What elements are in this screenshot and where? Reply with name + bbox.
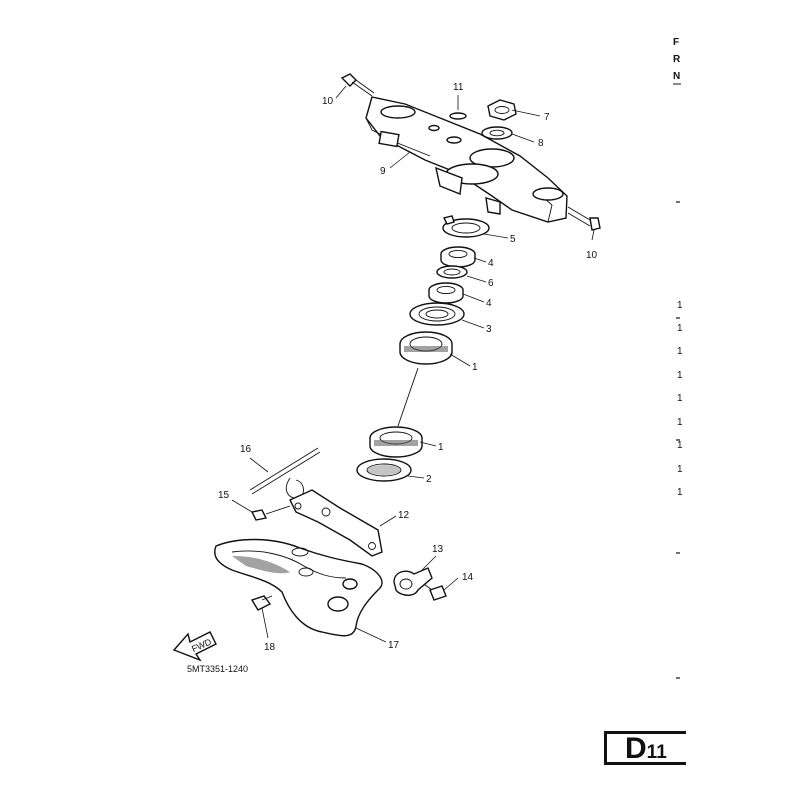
bearing-part (399, 331, 453, 365)
margin-number: 1 (677, 487, 683, 498)
lock-washer-part (442, 215, 490, 238)
part-label-4: 4 (488, 258, 494, 269)
margin-header-letter: R (673, 54, 681, 65)
figure-code: 5MT3351-1240 (187, 664, 248, 674)
dust-seal-part (356, 458, 412, 482)
bolt-part (250, 595, 273, 611)
margin-number: 1 (677, 440, 683, 451)
clamp-part (393, 567, 433, 596)
bolt-part (250, 505, 291, 521)
part-label-11: 11 (453, 82, 464, 93)
ring-nut-part (428, 282, 464, 304)
part-label-15: 15 (218, 490, 230, 501)
bearing-cover-part (409, 302, 465, 326)
bolt-part (423, 583, 447, 601)
part-label-1: 1 (472, 362, 478, 373)
margin-number: 1 (677, 323, 683, 334)
stay-part (289, 489, 383, 557)
part-label-12: 12 (398, 510, 410, 521)
bearing-part (369, 426, 423, 458)
part-label-16: 16 (240, 444, 252, 455)
part-label-7: 7 (544, 112, 550, 123)
rubber-washer-part (436, 265, 468, 279)
margin-number: 1 (677, 300, 683, 311)
margin-number: 1 (677, 370, 683, 381)
bolt-part (340, 73, 375, 97)
washer-part (481, 126, 513, 140)
margin-header-letter: N (673, 71, 680, 82)
nut-part (487, 99, 517, 121)
part-label-8: 8 (538, 138, 544, 149)
margin-number: 1 (677, 393, 683, 404)
cover-part (214, 538, 383, 637)
margin-number: 1 (677, 346, 683, 357)
forward-arrow-icon: FWD (172, 631, 217, 662)
part-label-10: 10 (586, 250, 598, 261)
right-margin-text: F R N 1 1 1 1 1 1 1 1 1 (673, 37, 683, 679)
leader-lines (231, 85, 595, 643)
part-label-14: 14 (462, 572, 474, 583)
page-badge-number: 11 (646, 742, 667, 763)
part-label-18: 18 (264, 642, 276, 653)
part-label-1: 1 (438, 442, 444, 453)
bolt-part (567, 206, 601, 231)
part-label-17: 17 (388, 640, 400, 651)
stem-axis-line (397, 367, 419, 427)
part-label-13: 13 (432, 544, 444, 555)
washer-part (449, 112, 467, 120)
part-label-5: 5 (510, 234, 516, 245)
margin-number: 1 (677, 417, 683, 428)
ring-nut-part (440, 246, 476, 268)
part-label-9: 9 (380, 166, 386, 177)
part-label-3: 3 (486, 324, 492, 335)
margin-number: 1 (677, 464, 683, 475)
margin-header-letter: F (673, 37, 679, 48)
part-label-10: 10 (322, 96, 334, 107)
page-badge-letter: D (625, 732, 647, 765)
part-label-2: 2 (426, 474, 432, 485)
part-label-6: 6 (488, 278, 494, 289)
upper-bracket-part (365, 96, 568, 223)
part-label-4: 4 (486, 298, 492, 309)
page-badge: D 11 (604, 731, 686, 765)
